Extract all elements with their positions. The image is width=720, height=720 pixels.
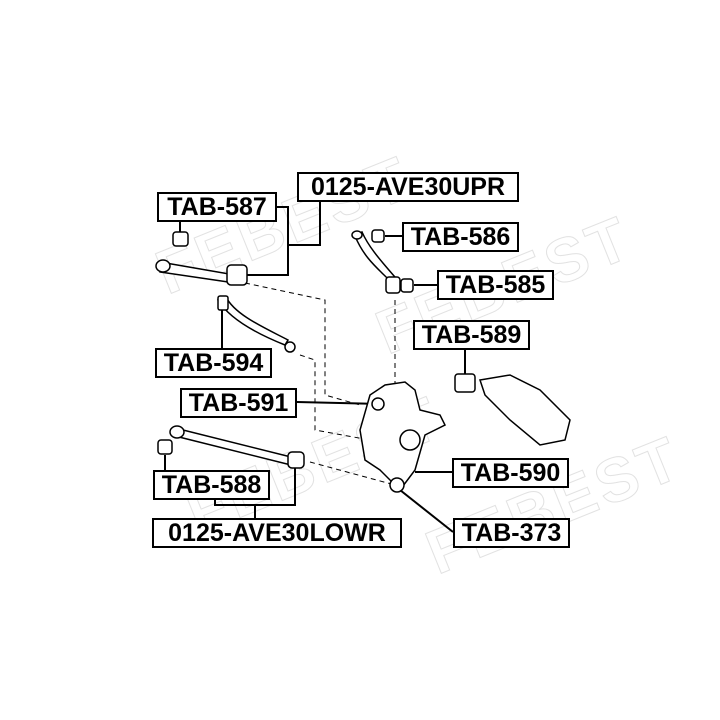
label-tab-587[interactable]: TAB-587 <box>157 192 277 222</box>
label-tab-594[interactable]: TAB-594 <box>155 348 272 378</box>
label-tab-586[interactable]: TAB-586 <box>402 222 519 252</box>
label-tab-585[interactable]: TAB-585 <box>437 270 554 300</box>
label-tab-373[interactable]: TAB-373 <box>453 518 570 548</box>
label-tab-588[interactable]: TAB-588 <box>153 470 270 500</box>
label-0125-ave30lowr[interactable]: 0125-AVE30LOWR <box>152 518 402 548</box>
label-tab-589[interactable]: TAB-589 <box>413 320 530 350</box>
label-tab-591[interactable]: TAB-591 <box>180 388 297 418</box>
label-0125-ave30upr[interactable]: 0125-AVE30UPR <box>297 172 519 202</box>
label-tab-590[interactable]: TAB-590 <box>452 458 569 488</box>
